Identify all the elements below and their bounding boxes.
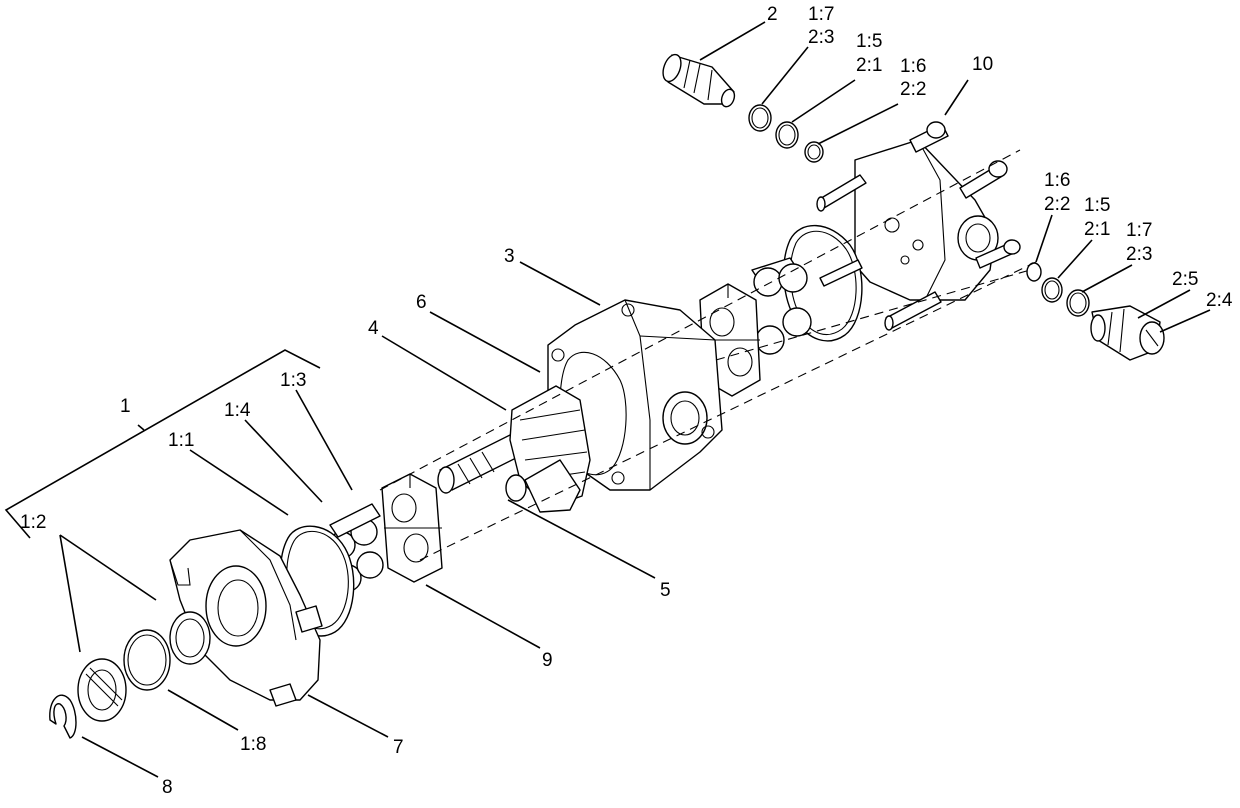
label-1: 1	[120, 396, 131, 417]
label-3: 3	[504, 246, 515, 267]
label-1-2: 1:2	[20, 512, 46, 533]
part-3-gear-housing	[547, 299, 723, 491]
right-valve-cartridge	[1026, 262, 1165, 361]
assembly-axes	[379, 149, 1041, 561]
label-2-5: 2:5	[1172, 269, 1198, 290]
label-2-3-top: 2:3	[808, 27, 834, 48]
label-8: 8	[162, 777, 173, 798]
label-2-2-right: 2:2	[1044, 194, 1070, 215]
label-10: 10	[972, 54, 993, 75]
front-shaft-seal-parts	[49, 611, 211, 739]
label-1-6-top: 1:6	[900, 56, 926, 77]
label-1-7-right: 1:7	[1126, 220, 1152, 241]
part-5-driven-gear	[505, 459, 581, 513]
label-2-4: 2:4	[1206, 290, 1233, 311]
top-o-rings	[748, 104, 824, 163]
label-1-5-top: 1:5	[856, 31, 882, 52]
label-6: 6	[416, 292, 427, 313]
label-1-1: 1:1	[168, 430, 194, 451]
label-1-3: 1:3	[280, 370, 306, 391]
label-1-4: 1:4	[224, 400, 251, 421]
label-9: 9	[542, 650, 553, 671]
label-1-5-right: 1:5	[1084, 195, 1110, 216]
part-9-front-bearing-block	[381, 473, 443, 583]
callout-labels: 2 1:7 2:3 1:5 2:1 1:6 2:2 10 1:6 2:2 1:5…	[20, 4, 1233, 798]
rear-gasket-and-seals	[751, 224, 863, 355]
leader-lines	[4, 21, 1211, 778]
label-2: 2	[767, 4, 778, 25]
part-7-front-flange	[169, 529, 323, 707]
label-1-8: 1:8	[240, 734, 266, 755]
part-10-rear-cover	[816, 121, 1021, 331]
label-2-1-top: 2:1	[856, 55, 882, 76]
label-7: 7	[393, 737, 404, 758]
label-2-2-top: 2:2	[900, 79, 926, 100]
label-5: 5	[660, 580, 671, 601]
label-2-3-right: 2:3	[1126, 244, 1152, 265]
label-2-1-right: 2:1	[1084, 219, 1110, 240]
part-2-valve-cartridge	[662, 53, 736, 108]
label-1-6-right: 1:6	[1044, 170, 1070, 191]
label-1-7-top: 1:7	[808, 4, 834, 25]
label-4: 4	[368, 318, 379, 339]
